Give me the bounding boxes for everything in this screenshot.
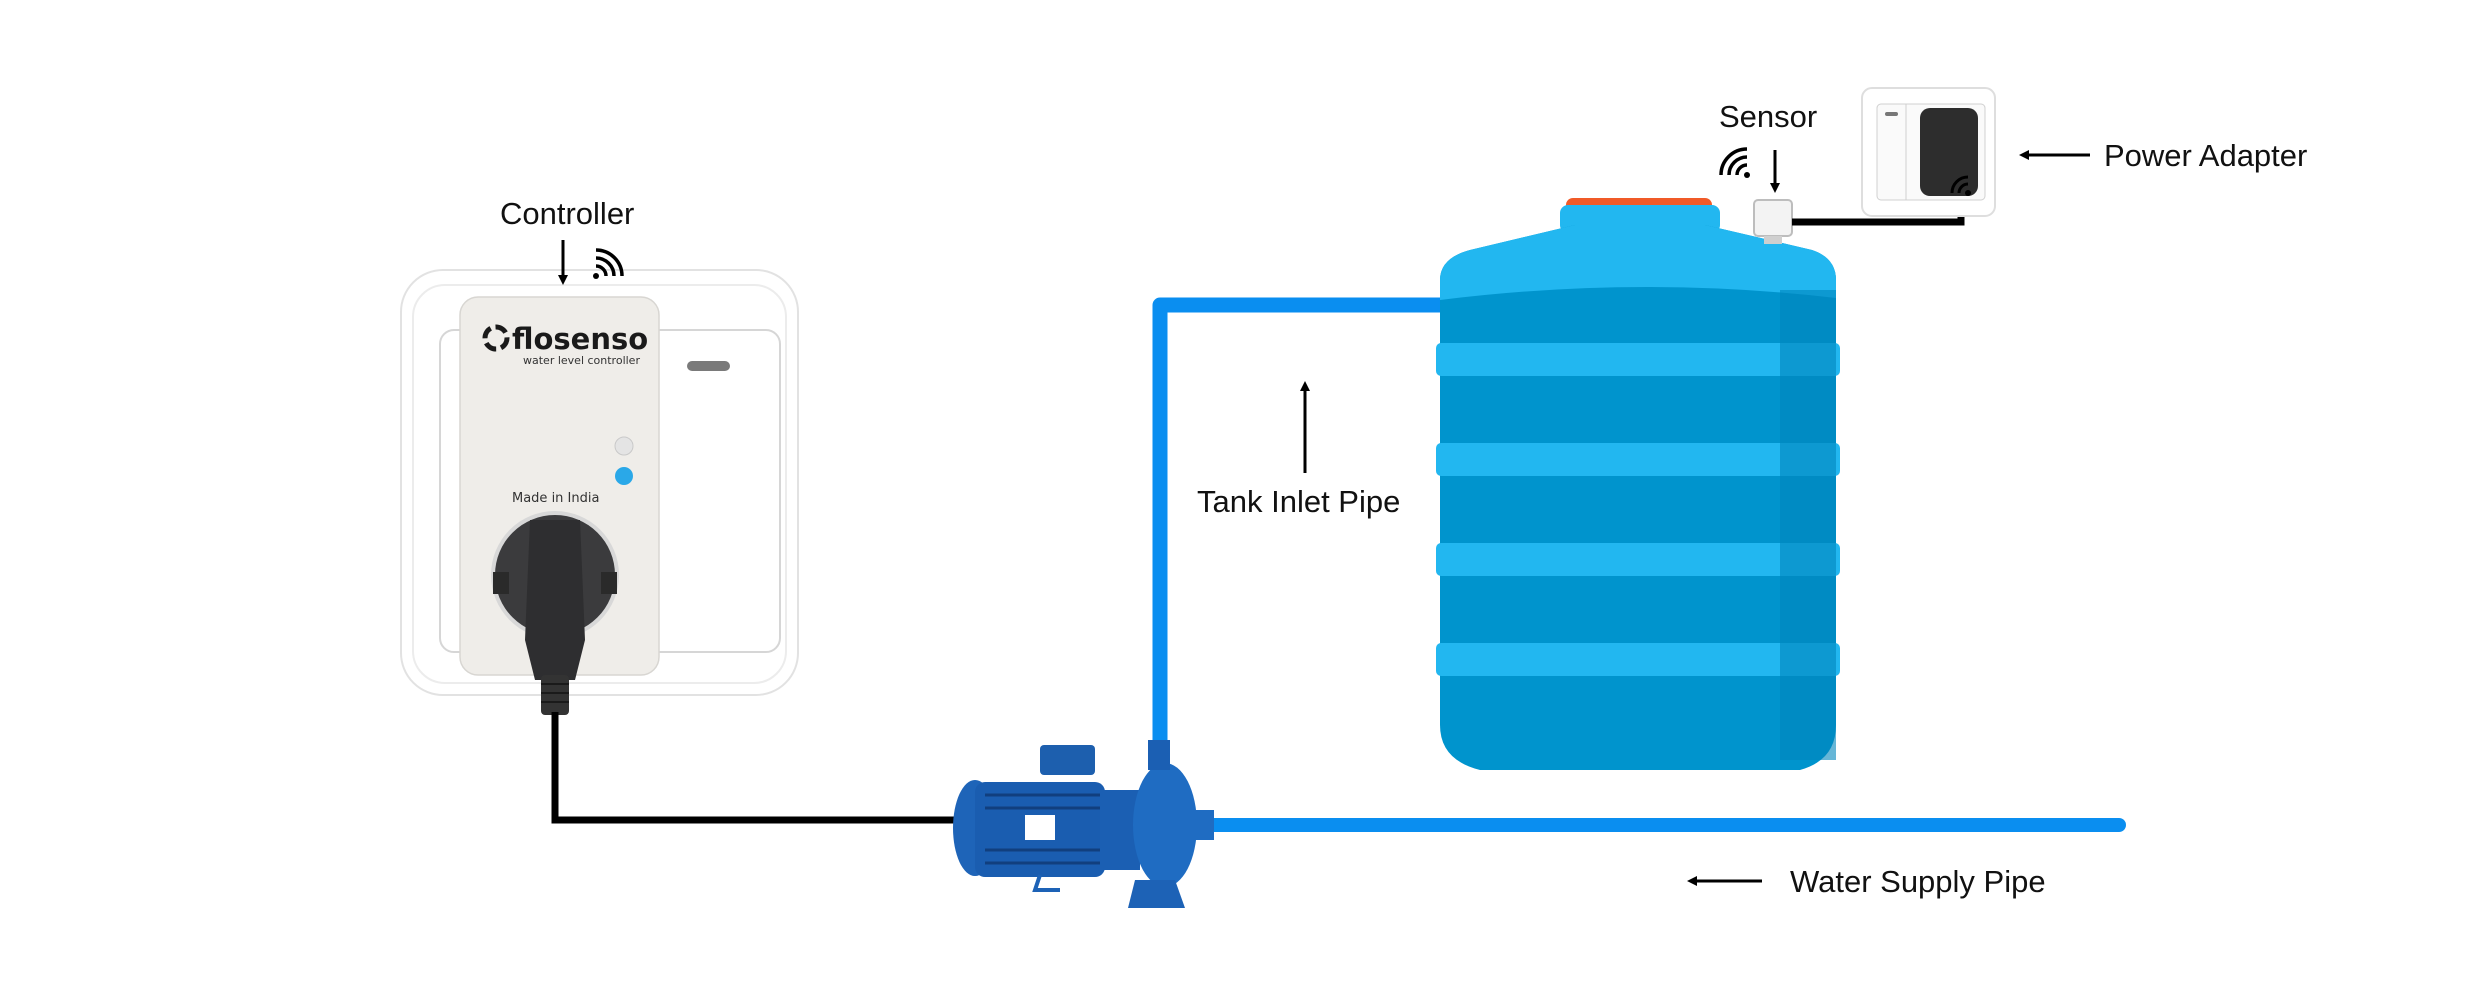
brand-name: flosenso [512,322,648,356]
wifi-icon [593,248,624,279]
status-led-white [614,436,634,456]
made-in-label: Made in India [512,491,599,506]
wifi-icon [1719,147,1750,178]
sensor-device [1753,199,1793,244]
brand-tagline: water level controller [523,354,640,367]
tank-inlet-pipe [1152,297,1448,742]
power-adapter-label: Power Adapter [2104,138,2307,173]
controller-label: Controller [500,196,634,231]
controller-pump-cable [551,712,960,824]
flosenso-logo-icon [482,324,510,352]
status-led-blue [615,467,633,485]
water-supply-pipe-label: Water Supply Pipe [1790,864,2046,899]
power-adapter [1861,87,1996,217]
tank-inlet-pipe-label: Tank Inlet Pipe [1197,484,1400,519]
switch-indicator [687,361,730,371]
sensor-label: Sensor [1719,99,1817,134]
controller-device: flosenso water level controller Made in … [459,296,660,715]
wifi-icon [1950,175,1971,196]
power-plug [491,511,619,715]
water-tank [1436,198,1840,770]
water-pump [953,740,1214,908]
